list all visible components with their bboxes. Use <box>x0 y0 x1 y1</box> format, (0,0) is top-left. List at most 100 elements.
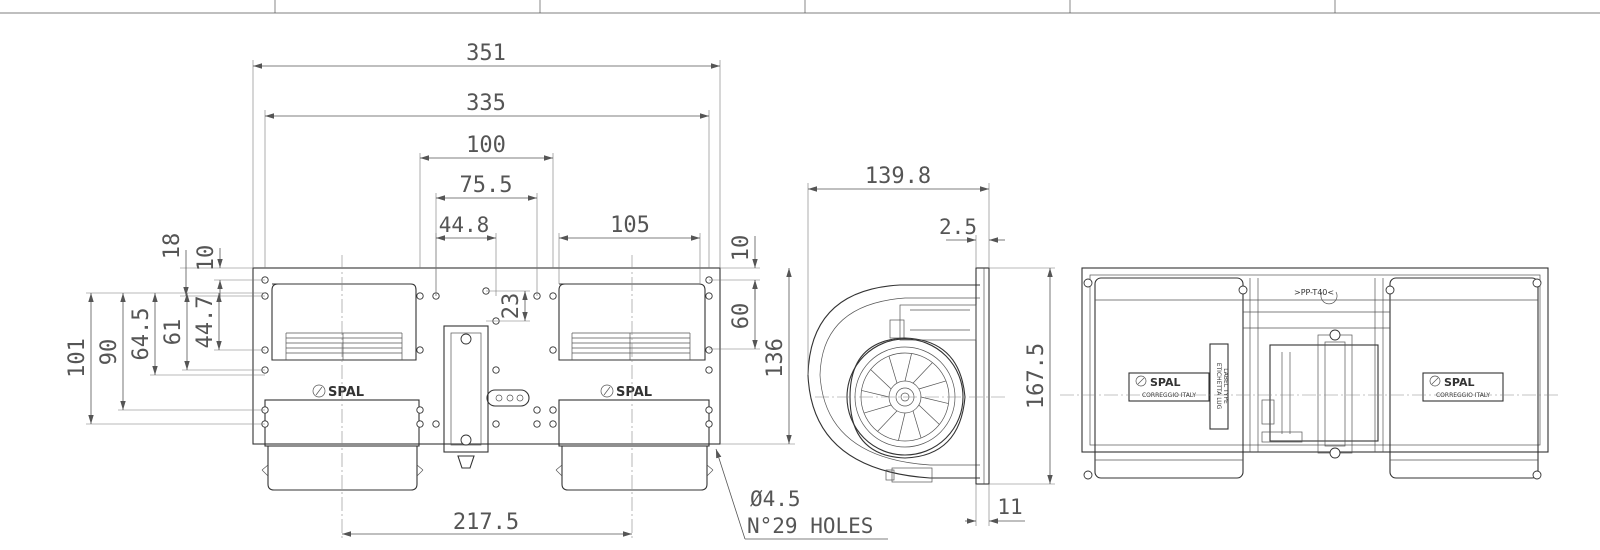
dim-side-bottom-label: 11 <box>997 495 1022 519</box>
back-brand-left-text: SPAL <box>1150 376 1181 389</box>
dim-side-depth-label: 139.8 <box>865 164 931 189</box>
mounting-hole <box>705 366 713 374</box>
fan-spoke <box>912 362 933 384</box>
mounting-hole <box>705 346 713 354</box>
fan-spoke <box>877 410 898 432</box>
dim-outlet-spacing: 217.5 <box>342 510 632 537</box>
mounting-hole <box>549 346 557 354</box>
mounting-hole <box>416 420 424 428</box>
dim-center-23: 23 <box>486 290 530 322</box>
mounting-hole <box>705 420 713 428</box>
fan-spoke <box>863 404 892 414</box>
dim-center-width-label: 100 <box>466 133 506 158</box>
dim-right-136-label: 136 <box>763 338 788 378</box>
hole-note: Ø4.5 N°29 HOLES <box>715 448 888 540</box>
dim-side-flange: 2.5 <box>939 215 1005 268</box>
dim-left-90: 90 <box>97 293 265 411</box>
fan-spoke <box>870 369 892 390</box>
dim-left-44-7: 44.7 <box>193 293 265 351</box>
dim-side-bottom: 11 <box>965 484 1025 526</box>
front-right-outlet <box>555 399 714 491</box>
dim-side-height: 167.5 <box>989 267 1055 485</box>
dim-right-60: 60 <box>709 280 760 350</box>
back-center-structure: >PP-T40< ETICHETTA LUG LABEL TYPE <box>1209 278 1390 459</box>
fan-spoke <box>861 390 890 398</box>
front-right-housing <box>558 283 706 361</box>
front-motor-bracket <box>443 325 530 469</box>
dim-right-10-label: 10 <box>729 235 754 262</box>
back-view: SPAL CORREGGIO ITALY SPAL CORREGGIO ITAL… <box>1060 267 1560 480</box>
mounting-hole <box>533 406 541 414</box>
dim-center-width: 100 <box>419 133 554 268</box>
back-tab-hole <box>1238 285 1248 295</box>
side-flange <box>975 267 990 485</box>
back-frame <box>1081 267 1549 453</box>
back-brand-left-sub: CORREGGIO ITALY <box>1142 392 1196 399</box>
hole-note-count: N°29 HOLES <box>747 514 873 538</box>
back-label-plate-line1: ETICHETTA LUG <box>1215 363 1222 410</box>
dim-left-61: 61 <box>161 293 265 371</box>
mounting-hole <box>416 346 424 354</box>
back-tab-hole <box>1532 278 1542 288</box>
dim-overall-width: 351 <box>252 41 721 268</box>
dim-right-10: 10 <box>709 235 760 300</box>
dim-left-64-5: 64.5 <box>129 293 265 376</box>
front-left-housing <box>271 283 417 361</box>
front-view: SPAL SPAL 351 335 <box>65 41 888 540</box>
dim-left-101-label: 101 <box>65 338 90 378</box>
back-tab-hole <box>1532 470 1542 480</box>
back-right-housing: SPAL CORREGGIO ITALY <box>1389 277 1539 479</box>
dim-center-23-label: 23 <box>499 293 524 320</box>
dim-hole-span-width-label: 335 <box>466 91 506 116</box>
fan-spoke <box>898 412 906 441</box>
dim-left-61-label: 61 <box>161 319 186 346</box>
front-connector <box>486 389 530 407</box>
mounting-hole <box>705 406 713 414</box>
back-brand-right-sub: CORREGGIO ITALY <box>1436 392 1490 399</box>
back-label-text: >PP-T40< <box>1294 288 1334 297</box>
dim-left-10: 10 <box>194 245 265 300</box>
front-logo-right: SPAL <box>600 384 652 400</box>
front-left-outlet <box>261 399 424 491</box>
dim-offset-width-label: 44.8 <box>439 213 490 237</box>
fan-spoke <box>888 355 898 384</box>
front-mounting-plate <box>252 267 721 445</box>
side-scroll-housing <box>807 284 980 479</box>
dim-right-136: 136 <box>720 268 795 445</box>
back-tab-hole <box>1083 278 1093 288</box>
dim-left-18: 18 <box>160 233 265 297</box>
fan-spoke <box>912 410 922 439</box>
front-brand-right-text: SPAL <box>616 385 652 400</box>
fan-spoke <box>918 404 940 425</box>
mounting-hole <box>492 420 500 428</box>
back-mounting-tabs <box>1083 278 1542 480</box>
dim-offset-width: 44.8 <box>435 213 497 296</box>
back-label-plate <box>1209 343 1229 430</box>
dim-housing-width: 105 <box>558 213 701 284</box>
fan-spoke <box>918 380 947 390</box>
mounting-hole <box>549 406 557 414</box>
back-left-housing: SPAL CORREGGIO ITALY <box>1094 277 1244 479</box>
dim-left-101: 101 <box>65 292 265 425</box>
dim-right-60-label: 60 <box>729 303 754 330</box>
back-motor <box>1269 344 1379 442</box>
side-motor-body <box>899 304 977 341</box>
mounting-hole <box>533 420 541 428</box>
dim-overall-width-label: 351 <box>466 41 506 66</box>
mounting-hole <box>416 292 424 300</box>
dim-outlet-spacing-label: 217.5 <box>453 510 519 535</box>
front-brand-left-text: SPAL <box>328 385 364 400</box>
dim-left-10-label: 10 <box>194 245 219 272</box>
mounting-hole <box>432 420 440 428</box>
mounting-hole <box>549 420 557 428</box>
mounting-hole <box>549 292 557 300</box>
fan-spoke <box>904 353 912 382</box>
back-tab-hole <box>1385 285 1395 295</box>
dim-left-18-label: 18 <box>160 233 185 260</box>
dim-left-64-5-label: 64.5 <box>129 308 154 361</box>
dim-side-depth: 139.8 <box>807 164 990 375</box>
title-block-strip <box>0 0 1600 14</box>
back-tab-hole <box>1083 470 1093 480</box>
front-logo-left: SPAL <box>312 384 364 400</box>
